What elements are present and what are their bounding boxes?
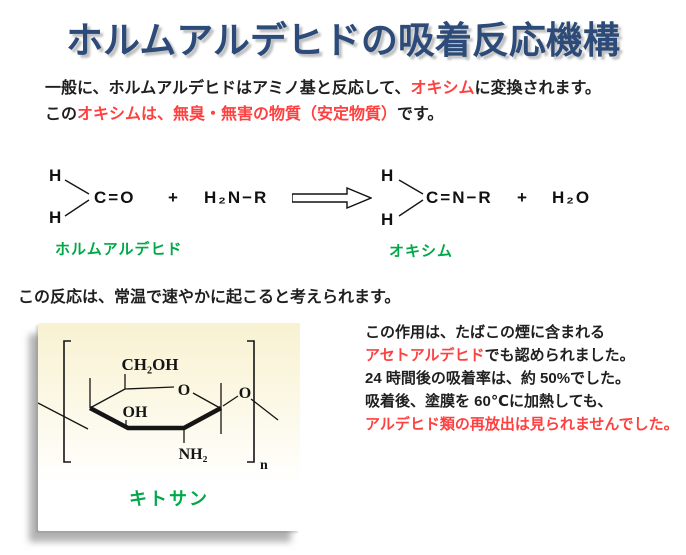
nh2-label: NH₂ — [179, 446, 208, 463]
bond-line — [398, 179, 424, 195]
chitosan-figure: CH₂OH O OH O NH₂ n キトサン — [38, 323, 300, 531]
intro-line2-post: です。 — [397, 106, 444, 123]
block-arrow-shape — [292, 187, 372, 209]
chitosan-caption: キトサン — [129, 489, 209, 509]
intro-line-1: 一般に、ホルムアルデヒドはアミノ基と反応して、オキシムに変換されます。 — [45, 74, 601, 98]
page-title: ホルムアルデヒドの吸着反応機構 — [66, 20, 620, 61]
water-formula: H₂O — [552, 188, 592, 207]
glycosidic-bond-left — [38, 402, 89, 430]
bond-line — [192, 392, 221, 409]
intro-line2-pre: この — [45, 106, 78, 123]
bond-line — [398, 199, 424, 217]
intro-line1-post: に変換されます。 — [474, 80, 601, 97]
bond-line — [89, 388, 126, 409]
intro-line2-highlight: オキシムは、無臭・無害の物質（安定物質） — [77, 106, 398, 123]
details-line2-rest: でも認められました。 — [484, 347, 635, 364]
chitosan-structure-diagram: CH₂OH O OH O NH₂ n — [38, 340, 279, 473]
oxime-h-bottom: H — [381, 210, 396, 229]
details-block: この作用は、たばこの煙に含まれる アセトアルデヒドでも認められました。 24 時… — [365, 321, 679, 436]
glycosidic-bond-right — [250, 398, 279, 421]
reaction-plus-left: + — [168, 188, 180, 207]
oxime-imine: C=N−R — [426, 188, 493, 207]
reaction-plus-right: + — [517, 188, 529, 207]
formaldehyde-carbonyl: C=O — [94, 188, 136, 207]
details-line-1: この作用は、たばこの煙に含まれる — [365, 324, 606, 341]
oxime-bond-lines — [398, 179, 424, 217]
intro-line1-highlight: オキシム — [410, 80, 475, 97]
bond-line — [64, 199, 90, 217]
bond-line — [222, 395, 239, 407]
formaldehyde-h-top: H — [49, 166, 64, 185]
details-line-4: 吸着後、塗膜を 60℃に加熱しても、 — [365, 393, 613, 410]
glycosidic-oxygen-label: O — [239, 385, 251, 402]
formaldehyde-bond-lines — [64, 179, 90, 217]
oxime-h-top: H — [381, 166, 396, 185]
details-line-5: アルデヒド類の再放出は見られませんでした。 — [365, 416, 679, 433]
oh-label: OH — [123, 404, 148, 421]
left-bracket — [63, 340, 71, 463]
formaldehyde-label: ホルムアルデヒド — [55, 241, 183, 258]
amine-formula: H₂N−R — [204, 188, 269, 207]
ring-front-edge — [88, 406, 223, 431]
reaction-arrow-icon — [292, 187, 372, 209]
repeat-n-label: n — [260, 458, 268, 473]
intro-line-2: このオキシムは、無臭・無害の物質（安定物質）です。 — [45, 100, 443, 124]
oxime-label: オキシム — [389, 243, 454, 260]
ring-oxygen-label: O — [178, 382, 190, 399]
ch2oh-label: CH₂OH — [121, 355, 178, 374]
intro-line1-pre: 一般に、ホルムアルデヒドはアミノ基と反応して、 — [45, 80, 411, 97]
details-line-2: アセトアルデヒドでも認められました。 — [365, 344, 679, 367]
bond-line — [124, 386, 175, 390]
details-line-3: 24 時間後の吸着率は、約 50%でした。 — [365, 370, 631, 387]
bond-line — [64, 179, 90, 195]
formaldehyde-h-bottom: H — [49, 208, 64, 227]
reaction-note: この反応は、常温で速やかに起こると考えられます。 — [18, 289, 401, 306]
details-line2-highlight: アセトアルデヒド — [365, 347, 485, 364]
